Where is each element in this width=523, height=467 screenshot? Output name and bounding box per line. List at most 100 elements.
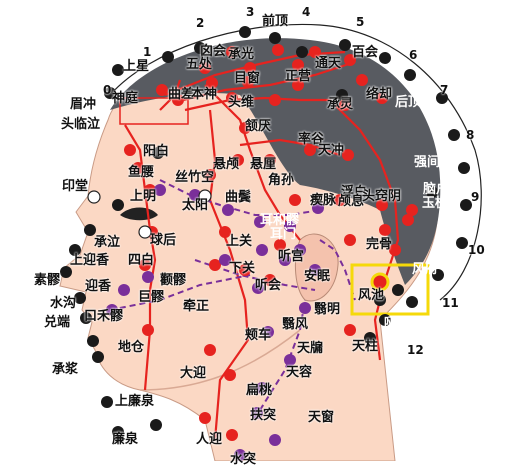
acupoint-dot bbox=[112, 64, 124, 76]
acupoint-dot bbox=[269, 94, 281, 106]
acupoint-dot bbox=[87, 190, 101, 204]
acupoint-dot bbox=[404, 69, 416, 81]
acupoint-dot bbox=[256, 382, 268, 394]
acupoint-dot bbox=[132, 162, 144, 174]
acupoint-dot bbox=[162, 51, 174, 63]
acupoint-dot bbox=[284, 354, 296, 366]
acupoint-dot bbox=[389, 244, 401, 256]
acupoint-dot bbox=[256, 244, 268, 256]
acupoint-dot bbox=[284, 220, 296, 232]
acupoint-dot bbox=[74, 292, 86, 304]
acupoint-label: 安眠 bbox=[304, 269, 331, 284]
acupoint-label: 悬颅 bbox=[213, 157, 240, 172]
acupoint-dot bbox=[92, 351, 104, 363]
acupoint-dot bbox=[296, 46, 308, 58]
acupoint-label: 囟会 bbox=[200, 44, 227, 59]
hair bbox=[110, 38, 441, 285]
acupoint-label: 颊车 bbox=[245, 328, 272, 343]
acupoint-label: 太阳 bbox=[182, 198, 209, 213]
acupoint-label: 水沟 bbox=[50, 296, 77, 311]
acupoint-label: 天冲 bbox=[318, 143, 345, 158]
acupoint-label: 颧髎 bbox=[160, 273, 187, 288]
acupoint-dot bbox=[69, 244, 81, 256]
acupoint-dot bbox=[376, 199, 388, 211]
acupoint-label: 头窍阴 bbox=[362, 189, 402, 204]
acupoint-label: 玉枕 bbox=[422, 196, 449, 211]
acupoint-label: 上迎香 bbox=[70, 253, 110, 268]
acupoint-dot bbox=[209, 259, 221, 271]
acupoint-label: 口禾髎 bbox=[84, 309, 124, 324]
acupoint-label: 印堂 bbox=[62, 179, 89, 194]
acupoint-label: 头临泣 bbox=[61, 117, 101, 132]
fengchi-highlight-dot bbox=[370, 272, 390, 292]
acupoint-label: 强间 bbox=[414, 155, 441, 170]
acupoint-label: 目窗 bbox=[234, 71, 261, 86]
acupoint-dot bbox=[84, 224, 96, 236]
acupoint-dot bbox=[339, 99, 351, 111]
acupoint-dot bbox=[87, 335, 99, 347]
acupoint-dot bbox=[198, 189, 212, 203]
acupoint-label: 悬厘 bbox=[250, 157, 277, 172]
acupoint-dots bbox=[60, 26, 472, 461]
scale-number: 11 bbox=[442, 296, 459, 310]
acupoint-label: 神庭 bbox=[112, 91, 139, 106]
acupoint-label: 扁桃 bbox=[246, 383, 273, 398]
acupoint-dot bbox=[292, 59, 304, 71]
acupoint-dot bbox=[309, 46, 321, 58]
acupoint-label: 翳明 bbox=[314, 302, 341, 317]
acupoint-label: 下关 bbox=[229, 261, 256, 276]
acupoint-dot bbox=[138, 225, 152, 239]
acupoint-dot bbox=[279, 254, 291, 266]
acupoint-dot bbox=[144, 184, 156, 196]
acupoint-label: 大迎 bbox=[180, 366, 207, 381]
acupoint-label: 颅息 bbox=[338, 194, 365, 209]
acupoint-dot bbox=[251, 407, 263, 419]
acupoint-dot bbox=[272, 44, 284, 56]
scale-number: 4 bbox=[302, 5, 311, 19]
acupoint-label: 上星 bbox=[123, 59, 150, 74]
acupoint-label: 上关 bbox=[226, 234, 253, 249]
acupoint-dot bbox=[344, 324, 356, 336]
acupoint-label: 风府 bbox=[412, 262, 439, 277]
acupoint-dot bbox=[364, 332, 376, 344]
acupoint-label: 天牖 bbox=[297, 341, 324, 356]
acupoint-dot bbox=[234, 449, 246, 461]
acupoint-dot bbox=[356, 74, 368, 86]
acupoint-label: 眉冲 bbox=[70, 97, 97, 112]
acupoint-label: 曲鬓 bbox=[225, 190, 252, 205]
acupoint-dot bbox=[199, 412, 211, 424]
acupoint-label: 浮白 bbox=[341, 185, 368, 200]
acupoint-dot bbox=[142, 324, 154, 336]
acupoint-label: 脑户 bbox=[423, 182, 450, 197]
fengchi-highlight-box bbox=[350, 263, 430, 316]
acupoint-label: 天容 bbox=[286, 365, 313, 380]
acupoint-dot bbox=[101, 396, 113, 408]
scale-number: 0 bbox=[103, 83, 112, 97]
acupoint-dot bbox=[264, 154, 276, 166]
acupoint-dot bbox=[156, 84, 168, 96]
acupoint-label: 四白 bbox=[128, 253, 155, 268]
acupoint-dot bbox=[219, 226, 231, 238]
acupoint-dot bbox=[239, 122, 251, 134]
acupoint-label: 承浆 bbox=[52, 362, 79, 377]
acupoint-dot bbox=[154, 184, 166, 196]
acupoint-dot bbox=[312, 202, 324, 214]
acupoint-dot bbox=[269, 32, 281, 44]
acupoint-dot bbox=[204, 169, 216, 181]
acupoint-dot bbox=[460, 199, 472, 211]
acupoint-label: 翳风 bbox=[282, 317, 309, 332]
acupoint-label: 颔厌 bbox=[245, 119, 272, 134]
acupoint-label: 后顶 bbox=[395, 95, 422, 110]
acupoint-dot bbox=[374, 294, 386, 306]
acupoint-dot bbox=[448, 129, 460, 141]
acupoint-dot bbox=[274, 239, 286, 251]
acupoint-label: 巨髎 bbox=[138, 290, 165, 305]
acupoint-dot bbox=[336, 89, 348, 101]
acupoint-dot bbox=[379, 224, 391, 236]
acupoint-dot bbox=[222, 204, 234, 216]
acupoint-label: 本神 bbox=[191, 87, 218, 102]
acupoint-dot bbox=[406, 204, 418, 216]
acupoint-dot bbox=[226, 46, 238, 58]
scale-number: 6 bbox=[409, 48, 418, 62]
